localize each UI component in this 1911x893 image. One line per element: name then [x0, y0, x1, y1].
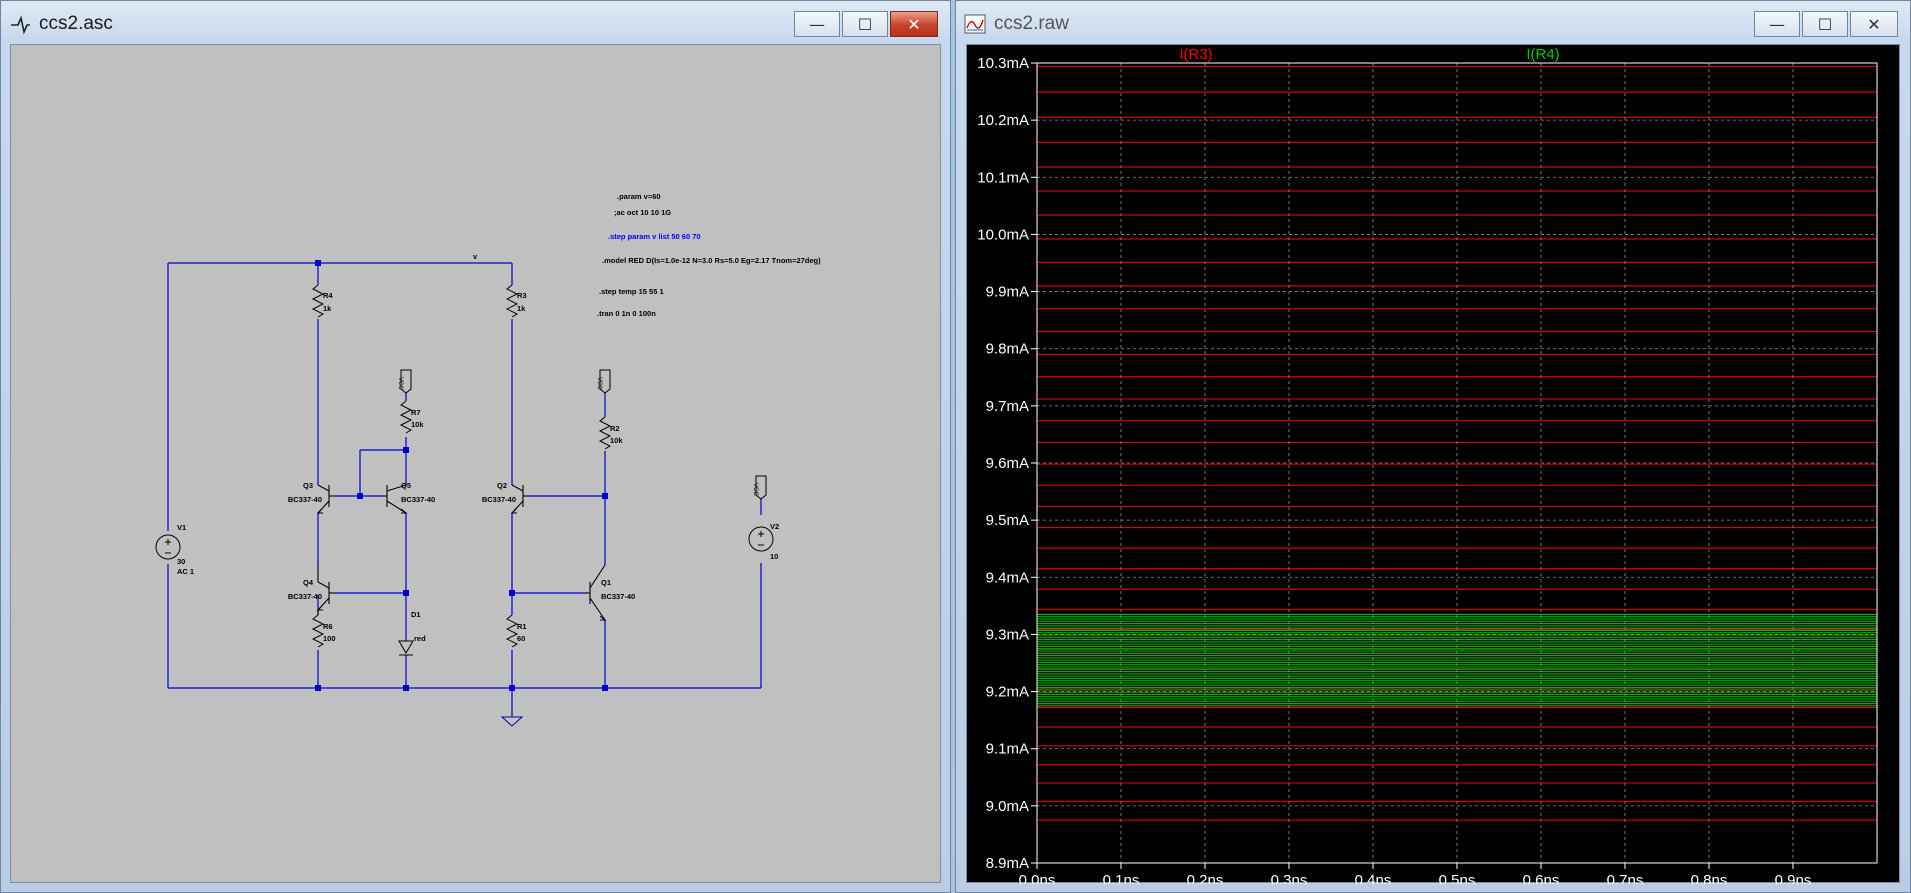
q3-name: Q3: [303, 481, 313, 490]
schematic-titlebar[interactable]: ccs2.asc — ☐ ✕: [1, 1, 950, 49]
v1-name: V1: [177, 523, 186, 532]
y-tick-label: 9.2mA: [986, 684, 1029, 701]
vcc-flags: [400, 369, 767, 500]
y-tick-label: 10.2mA: [977, 112, 1029, 129]
transistor-symbols: [316, 484, 607, 621]
close-button[interactable]: ✕: [1850, 11, 1898, 37]
component-labels: R4 1k R3 1k R7 10k R2 10k R6 100 R1 60 Q…: [177, 252, 779, 643]
v1-value: 30: [177, 557, 185, 566]
close-button[interactable]: ✕: [890, 11, 938, 37]
v2-value: 10: [770, 552, 778, 561]
legend-i-r3[interactable]: I(R3): [1179, 46, 1212, 63]
r3-name: R3: [517, 291, 527, 300]
x-tick-label: 0.9ns: [1775, 872, 1812, 884]
net-label-v: v: [473, 252, 478, 261]
q4-name: Q4: [303, 578, 314, 587]
q2-name: Q2: [497, 481, 507, 490]
y-tick-label: 10.0mA: [977, 226, 1029, 243]
y-tick-label: 9.3mA: [986, 626, 1029, 643]
directive-param: .param v=60: [617, 192, 661, 201]
v2-name: V2: [770, 522, 779, 531]
x-tick-label: 0.6ns: [1523, 872, 1560, 884]
directive-tran: .tran 0 1n 0 100n: [597, 309, 656, 318]
junction-dots: [315, 260, 608, 691]
r7-value: 10k: [411, 420, 424, 429]
y-tick-label: 9.5mA: [986, 512, 1029, 529]
directive-step-temp: .step temp 15 55 1: [599, 287, 664, 296]
d1-value: red: [414, 634, 426, 643]
waveform-window-title: ccs2.raw: [994, 13, 1069, 34]
schematic-canvas[interactable]: VCC VCC VCC R4 1k R3 1k R7 10k R2 10k R6…: [10, 44, 941, 883]
r4-name: R4: [323, 291, 333, 300]
minimize-button[interactable]: —: [1754, 11, 1800, 37]
x-tick-label: 0.3ns: [1271, 872, 1308, 884]
x-axis-ticks: 0.0ns 0.1ns 0.2ns 0.3ns 0.4ns 0.5ns 0.6ns 0.7ns…: [1019, 863, 1812, 889]
ground-symbol: [500, 716, 524, 727]
y-tick-label: 9.4mA: [986, 569, 1029, 586]
y-tick-label: 9.6mA: [986, 455, 1029, 472]
schematic-drawing: VCC VCC VCC R4 1k R3 1k R7 10k R2 10k R6…: [155, 192, 821, 727]
vcc-flag-label: VCC: [752, 483, 758, 496]
x-tick-label: 0.7ns: [1607, 872, 1644, 884]
q5-value: BC337-40: [401, 495, 435, 504]
legend-i-r4[interactable]: I(R4): [1526, 46, 1559, 63]
y-tick-label: 9.9mA: [986, 284, 1029, 301]
resistor-symbols: [311, 284, 612, 648]
q1-name: Q1: [601, 578, 611, 587]
x-tick-label: 0.1ns: [1103, 872, 1140, 884]
minimize-button[interactable]: —: [794, 11, 840, 37]
wires: [167, 262, 762, 717]
x-tick-label: 0.8ns: [1691, 872, 1728, 884]
maximize-button[interactable]: ☐: [842, 11, 888, 37]
x-tick-label: 0.0ns: [1019, 872, 1056, 884]
vcc-flag-label: VCC: [397, 377, 403, 390]
maximize-button[interactable]: ☐: [1802, 11, 1848, 37]
q4-value: BC337-40: [288, 592, 322, 601]
vcc-flag-labels: VCC VCC VCC: [397, 377, 758, 496]
x-tick-label: 0.5ns: [1439, 872, 1476, 884]
directive-model: .model RED D(Is=1.0e-12 N=3.0 Rs=5.0 Eg=…: [602, 256, 821, 265]
schematic-window-title: ccs2.asc: [39, 13, 113, 34]
y-tick-label: 9.0mA: [986, 798, 1029, 815]
r2-name: R2: [610, 424, 620, 433]
q3-value: BC337-40: [288, 495, 322, 504]
r1-value: 60: [517, 634, 525, 643]
y-tick-label: 9.8mA: [986, 341, 1029, 358]
r3-value: 1k: [517, 304, 526, 313]
x-tick-label: 0.2ns: [1187, 872, 1224, 884]
directive-ac: ;ac oct 10 10 1G: [614, 208, 671, 217]
q2-value: BC337-40: [482, 495, 516, 504]
spice-directives: .param v=60 ;ac oct 10 10 1G .step param…: [597, 192, 821, 318]
vcc-flag-label: VCC: [596, 377, 602, 390]
r6-value: 100: [323, 634, 336, 643]
d1-name: D1: [411, 610, 421, 619]
plot-frame: [1036, 62, 1878, 864]
y-axis-ticks: 8.9mA 9.0mA 9.1mA 9.2mA 9.3mA 9.4mA 9.5mA 9.6mA…: [977, 55, 1037, 872]
q1-value: BC337-40: [601, 592, 635, 601]
r1-name: R1: [517, 622, 527, 631]
diode-symbol: [398, 640, 414, 656]
v1-ac-value: AC 1: [177, 567, 194, 576]
y-tick-label: 10.3mA: [977, 55, 1029, 72]
plot-grid: [1037, 62, 1877, 864]
y-tick-label: 9.1mA: [986, 741, 1029, 758]
schematic-window[interactable]: ccs2.asc — ☐ ✕: [0, 0, 951, 893]
waveform-window[interactable]: ccs2.raw — ☐ ✕ 8.9mA 9.0mA 9.1mA 9.2mA 9.3mA…: [955, 0, 1911, 893]
r6-name: R6: [323, 622, 333, 631]
directive-step-param: .step param v list 50 60 70: [608, 232, 701, 241]
waveform-titlebar[interactable]: ccs2.raw — ☐ ✕: [956, 1, 1910, 49]
x-tick-label: 0.4ns: [1355, 872, 1392, 884]
waveform-plot-pane[interactable]: 8.9mA 9.0mA 9.1mA 9.2mA 9.3mA 9.4mA 9.5mA 9.6mA…: [966, 44, 1901, 889]
y-tick-label: 10.1mA: [977, 169, 1029, 186]
r2-value: 10k: [610, 436, 623, 445]
waveform-icon: [964, 14, 986, 34]
r7-name: R7: [411, 408, 421, 417]
r4-value: 1k: [323, 304, 332, 313]
voltage-source-symbols: [155, 526, 774, 560]
y-tick-label: 9.7mA: [986, 398, 1029, 415]
waveform-plot[interactable]: 8.9mA 9.0mA 9.1mA 9.2mA 9.3mA 9.4mA 9.5mA 9.6mA…: [967, 45, 1901, 889]
y-tick-label: 8.9mA: [986, 855, 1029, 872]
q5-name: Q5: [401, 481, 411, 490]
ltspice-schematic-icon: [11, 15, 30, 35]
